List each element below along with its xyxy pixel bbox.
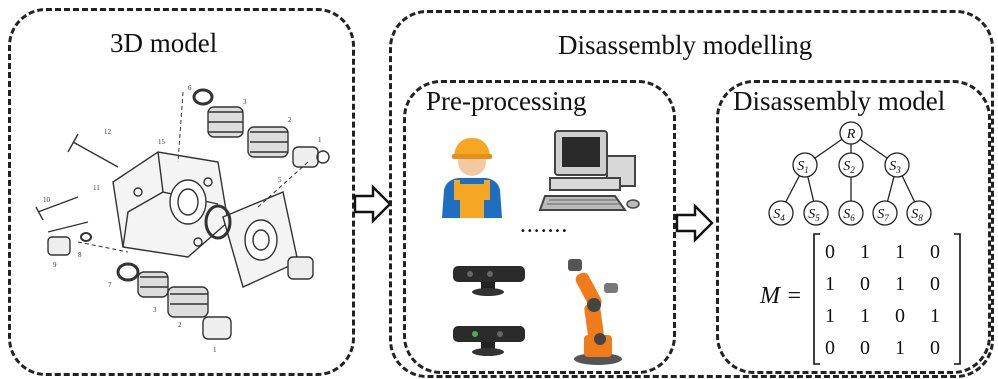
svg-text:7: 7: [108, 281, 112, 289]
svg-text:1: 1: [860, 305, 870, 327]
svg-text:11: 11: [93, 184, 100, 192]
svg-text:S4: S4: [773, 207, 785, 223]
matrix-brackets: [813, 233, 961, 365]
svg-text:3: 3: [153, 306, 157, 314]
arrow-right-icon: [353, 184, 392, 224]
svg-text:1: 1: [860, 241, 870, 263]
svg-text:1: 1: [825, 273, 835, 295]
ellipsis-dots: •••••••: [520, 226, 569, 237]
svg-text:12: 12: [104, 128, 112, 136]
tree-node-s2: [838, 152, 864, 178]
svg-text:0: 0: [860, 273, 870, 295]
depth-sensor-icon: [453, 266, 525, 356]
computer-icon: [538, 130, 640, 211]
svg-text:1: 1: [895, 337, 905, 359]
svg-text:0: 0: [860, 337, 870, 359]
svg-text:2: 2: [288, 116, 292, 124]
svg-text:S2: S2: [843, 159, 855, 175]
svg-text:10: 10: [43, 196, 51, 204]
svg-text:9: 9: [53, 261, 57, 269]
exploded-pump-drawing: 12 15 6 3 2 1 10 11 5 9 8 7 3 2 1: [35, 84, 330, 354]
panel-title-disassembly-modelling: Disassembly modelling: [558, 30, 813, 60]
robot-arm-icon: [568, 259, 622, 365]
panel-disassembly-modelling: [389, 10, 994, 378]
arrow-right-icon: [675, 203, 714, 243]
tree-node-s1: [792, 152, 818, 178]
disassembly-tree: R S1 S2 S3 S4 S5 S6 S7 S8: [768, 121, 932, 226]
tree-node-s3: [884, 152, 910, 178]
tree-node-s4: [768, 200, 794, 226]
svg-text:1: 1: [895, 273, 905, 295]
svg-text:2: 2: [178, 321, 182, 329]
svg-text:S1: S1: [797, 159, 809, 175]
svg-text:1: 1: [825, 305, 835, 327]
tree-label-root: R: [846, 127, 856, 142]
svg-text:0: 0: [825, 337, 835, 359]
panel-preprocessing: [403, 80, 676, 374]
svg-text:S3: S3: [889, 159, 901, 175]
svg-text:S7: S7: [877, 207, 889, 223]
svg-text:1: 1: [318, 136, 322, 144]
svg-text:3: 3: [243, 98, 247, 106]
matrix-label: M =: [760, 283, 803, 309]
svg-text:6: 6: [188, 84, 192, 92]
svg-text:0: 0: [930, 337, 940, 359]
worker-icon: [442, 138, 502, 218]
panel-title-preprocessing: Pre-processing: [426, 86, 587, 116]
svg-text:1: 1: [213, 346, 217, 354]
panel-disassembly-model: [716, 80, 991, 374]
tree-node-s5: [803, 200, 829, 226]
adjacency-matrix: 0 1 1 0 1 0 1 0 1 1 0 1 0 0 1 0: [825, 241, 940, 359]
svg-text:1: 1: [895, 241, 905, 263]
svg-text:S5: S5: [808, 207, 820, 223]
panel-title-disassembly-model: Disassembly model: [733, 86, 946, 116]
svg-text:8: 8: [78, 251, 82, 259]
svg-text:5: 5: [278, 176, 282, 184]
tree-node-s8: [906, 200, 932, 226]
svg-text:15: 15: [158, 138, 166, 146]
svg-text:0: 0: [895, 305, 905, 327]
svg-text:1: 1: [930, 305, 940, 327]
svg-text:S6: S6: [843, 207, 855, 223]
svg-text:S8: S8: [911, 207, 923, 223]
tree-node-root: [839, 121, 863, 145]
tree-node-s7: [872, 200, 898, 226]
svg-text:0: 0: [930, 273, 940, 295]
panel-3d-model: [8, 8, 355, 376]
panel-title-3d-model: 3D model: [110, 28, 218, 58]
tree-node-s6: [838, 200, 864, 226]
svg-text:0: 0: [930, 241, 940, 263]
svg-text:0: 0: [825, 241, 835, 263]
